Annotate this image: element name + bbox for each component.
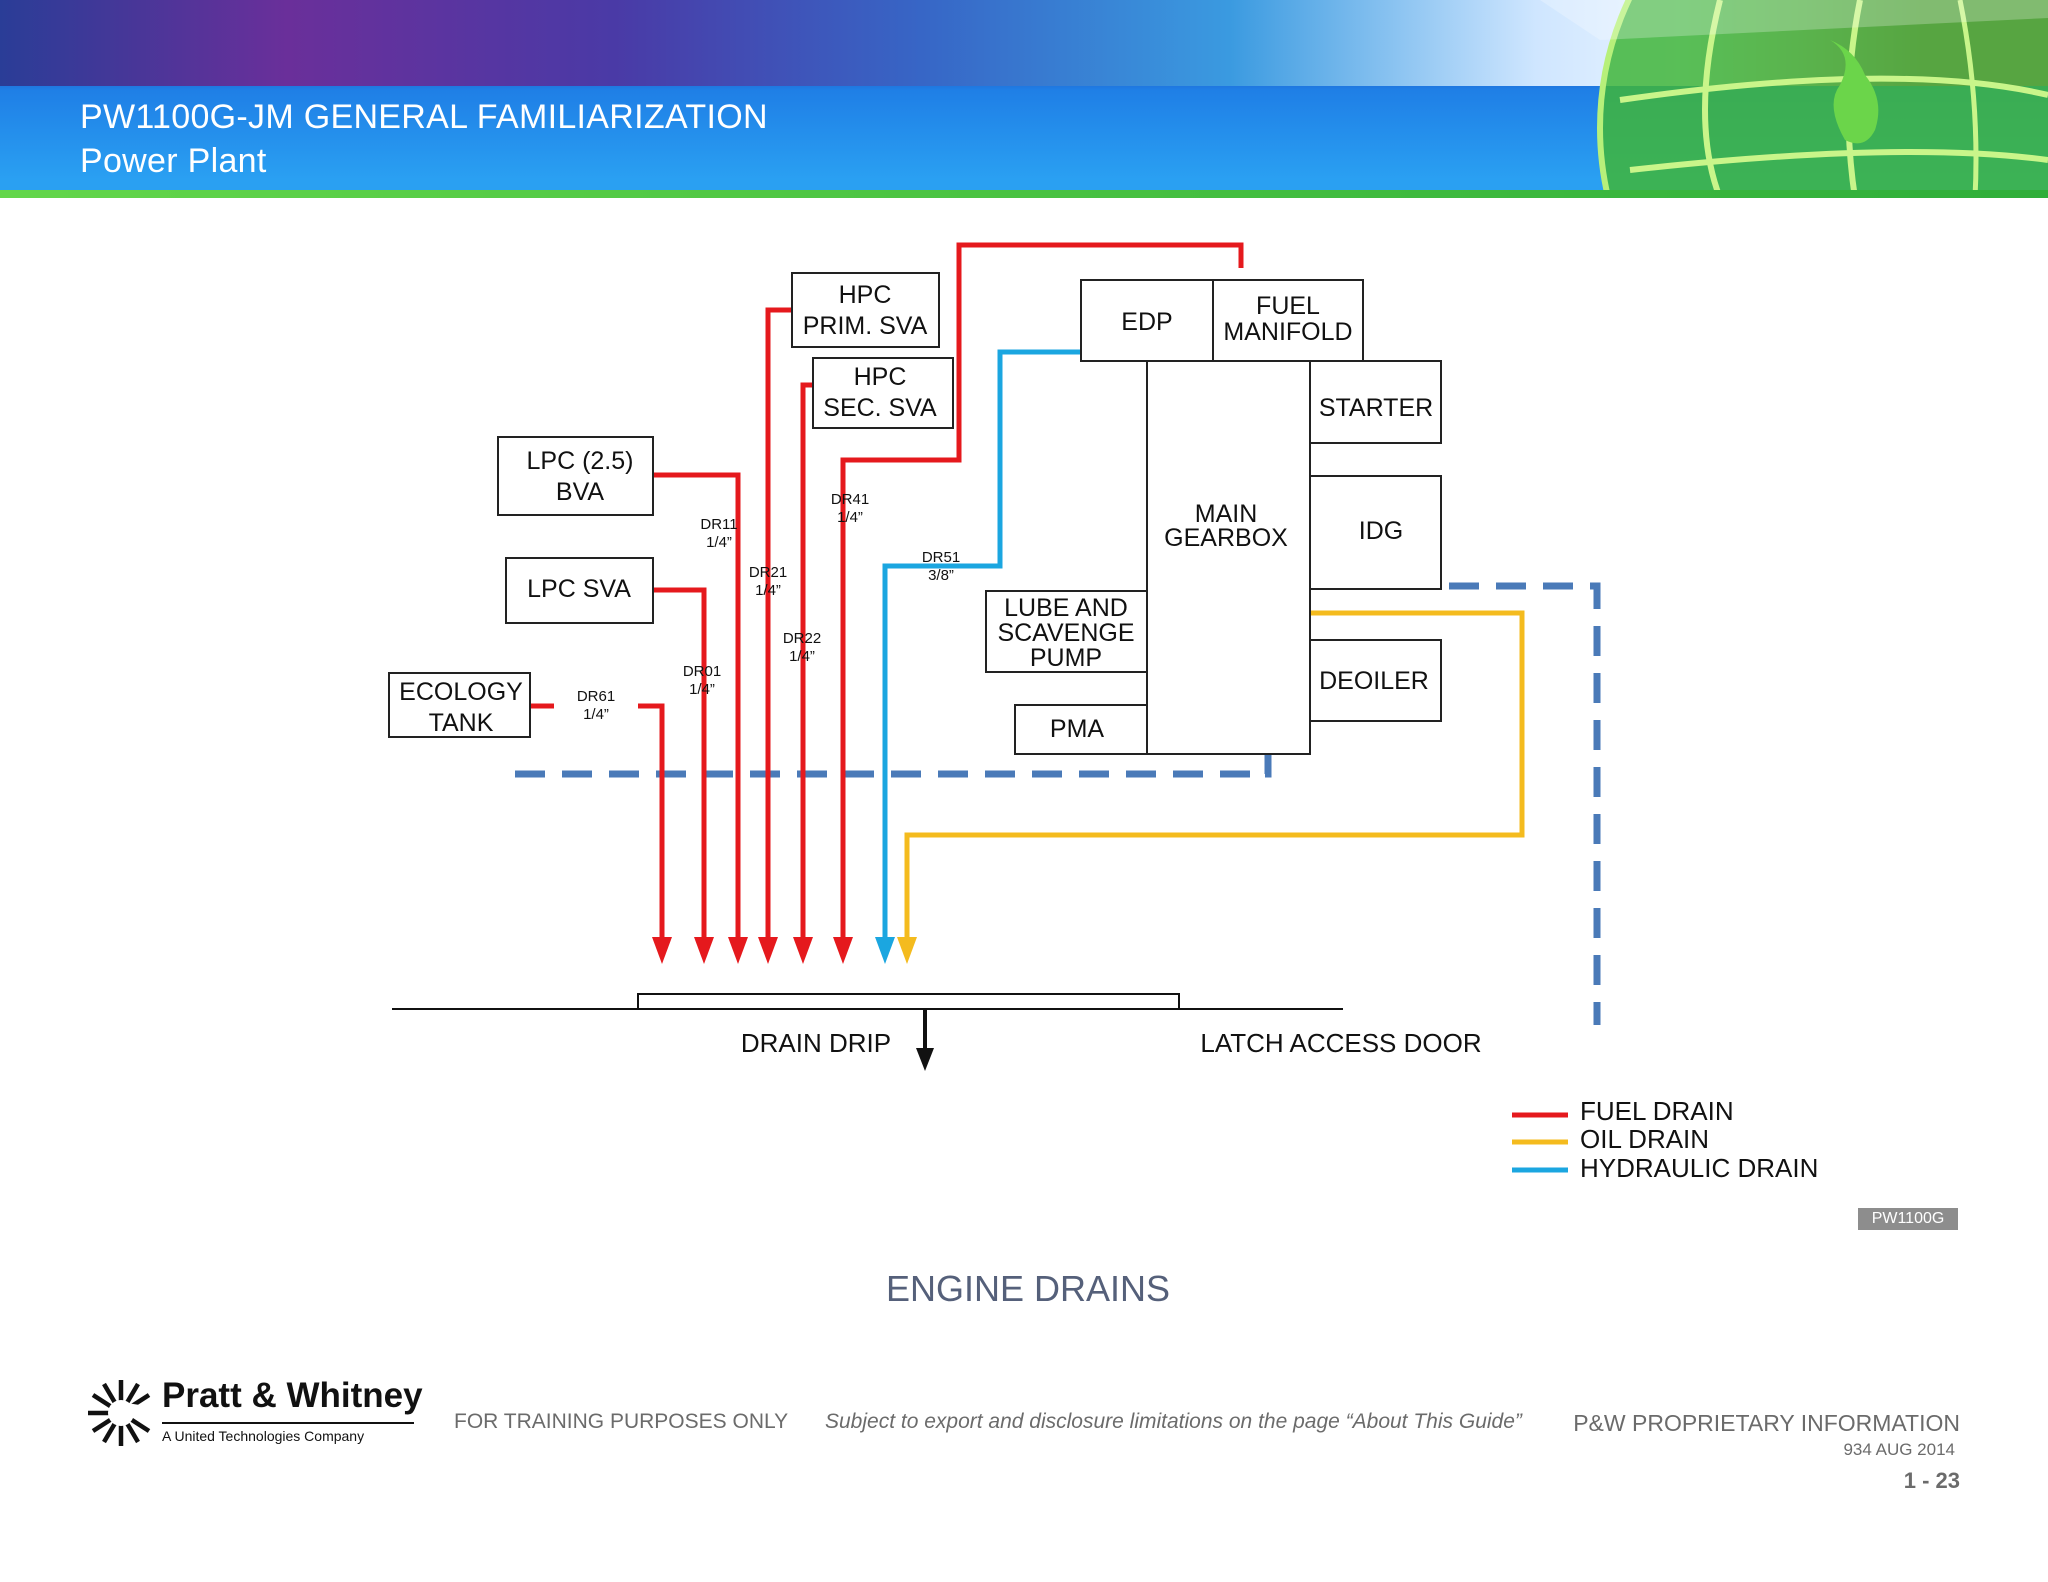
latch-access-door-label: LATCH ACCESS DOOR [1200,1028,1481,1058]
drain-size-dr11: 1/4” [706,534,732,551]
drain-id-dr21: DR21 [749,564,787,581]
drain-size-dr21: 1/4” [755,582,781,599]
model-tag: PW1100G [1858,1208,1958,1230]
hydraulic-drain-line-dr51 [882,349,1083,942]
svg-text:ECOLOGY: ECOLOGY [399,678,523,706]
drain-id-dr41: DR41 [831,491,869,508]
company-tagline: A United Technologies Company [162,1428,365,1444]
banner-green-stripe [0,190,2048,198]
drain-id-dr51: DR51 [922,549,960,566]
svg-text:LUBE AND: LUBE AND [1004,594,1128,622]
page-number: 1 - 23 [1903,1468,1960,1493]
footer-proprietary-notice: P&W PROPRIETARY INFORMATION [1573,1410,1960,1436]
svg-text:DEOILER: DEOILER [1319,667,1429,695]
hpc-prim-sva-box: HPC PRIM. SVA [791,272,940,348]
deoiler-box: DEOILER [1309,639,1442,722]
starter-box: STARTER [1309,360,1442,444]
svg-text:PMA: PMA [1050,715,1105,743]
drain-id-dr22: DR22 [783,630,821,647]
eagle-rays-icon [88,1380,154,1446]
drain-size-dr61: 1/4” [583,706,609,723]
drain-size-dr41: 1/4” [837,509,863,526]
svg-text:IDG: IDG [1359,517,1403,545]
svg-text:LPC SVA: LPC SVA [527,575,631,603]
svg-text:BVA: BVA [556,478,604,506]
legend-oil-label: OIL DRAIN [1580,1124,1709,1154]
svg-text:PUMP: PUMP [1030,644,1102,672]
pma-box: PMA [1014,704,1148,755]
fuel-drain-lines [530,242,1244,942]
svg-text:EDP: EDP [1121,308,1172,336]
pratt-whitney-logo: Pratt & Whitney A United Technologies Co… [86,1376,423,1448]
svg-text:GEARBOX: GEARBOX [1164,524,1288,552]
svg-text:MAIN: MAIN [1195,500,1258,528]
drain-size-dr01: 1/4” [689,681,715,698]
globe-graphic [1540,0,2048,198]
fuel-manifold-box: FUEL MANIFOLD [1212,279,1364,362]
legend-fuel-label: FUEL DRAIN [1580,1096,1734,1126]
lpc-sva-box: LPC SVA [505,557,654,624]
svg-text:SEC. SVA: SEC. SVA [823,394,937,422]
svg-text:SCAVENGE: SCAVENGE [997,619,1134,647]
drain-id-dr61: DR61 [577,688,615,705]
drain-drip-label: DRAIN DRIP [741,1028,891,1058]
footer-revision-code: 934 AUG 2014 [1843,1440,1955,1459]
lube-scavenge-pump-box: LUBE AND SCAVENGE PUMP [985,590,1148,673]
drain-drip-arrow [916,1008,934,1071]
hpc-sec-sva-box: HPC SEC. SVA [812,357,954,429]
svg-text:FUEL: FUEL [1256,292,1320,320]
edp-box: EDP [1080,279,1214,362]
document-subtitle: Power Plant [80,142,267,180]
idg-box: IDG [1309,475,1442,590]
drain-id-dr01: DR01 [683,663,721,680]
legend: FUEL DRAIN OIL DRAIN HYDRAULIC DRAIN [1512,1096,1818,1183]
fuel-line-dr22 [800,382,813,942]
footer-export-notice: Subject to export and disclosure limitat… [825,1410,1522,1433]
ecology-tank-box: ECOLOGY TANK [388,672,531,738]
lpc-bva-box: LPC (2.5) BVA [497,436,654,516]
footer-training-notice: FOR TRAINING PURPOSES ONLY [454,1410,789,1433]
svg-text:HPC: HPC [854,363,907,391]
svg-text:LPC (2.5): LPC (2.5) [527,447,634,475]
fuel-line-dr41 [840,242,1244,942]
drain-size-dr51: 3/8” [928,567,954,584]
fuel-line-dr01 [653,587,707,942]
diagram-title: ENGINE DRAINS [885,1268,1171,1309]
latch-access-door [392,993,1343,1010]
svg-text:TANK: TANK [429,709,494,737]
engine-drains-diagram: HPC PRIM. SVA HPC SEC. SVA EDP FUEL MANI… [388,242,1818,1183]
company-name: Pratt & Whitney [162,1376,423,1415]
logo-divider [162,1422,414,1424]
fuel-line-dr21 [765,307,792,942]
document-title: PW1100G-JM GENERAL FAMILIARIZATION [80,98,768,136]
svg-text:PRIM. SVA: PRIM. SVA [803,312,928,340]
main-gearbox-box: MAIN GEARBOX [1146,360,1311,755]
svg-text:STARTER: STARTER [1319,394,1433,422]
header-banner: PW1100G-JM GENERAL FAMILIARIZATION Power… [0,0,2048,198]
legend-hydraulic-label: HYDRAULIC DRAIN [1580,1153,1818,1183]
drain-id-dr11: DR11 [700,516,737,533]
svg-text:MANIFOLD: MANIFOLD [1223,318,1352,346]
drain-size-dr22: 1/4” [789,648,815,665]
drain-arrowheads [652,937,917,964]
svg-text:HPC: HPC [839,281,892,309]
drain-labels: DR61 1/4” DR11 1/4” DR01 1/4” DR21 1/4” … [577,491,960,723]
fuel-line-dr11 [653,472,741,942]
